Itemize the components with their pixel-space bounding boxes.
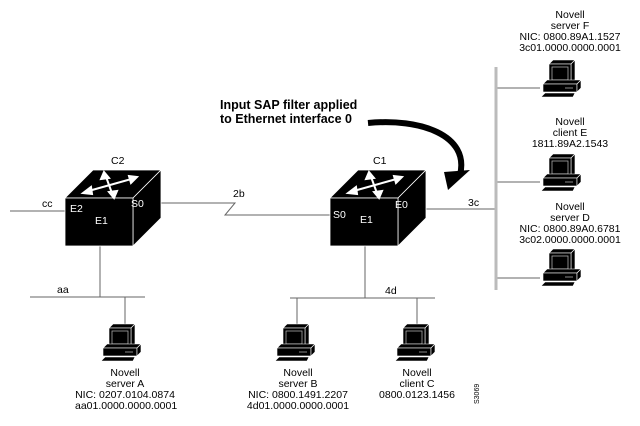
server-b-vendor: Novell bbox=[283, 367, 313, 379]
server-d-address: 3c02.0000.0000.0001 bbox=[519, 234, 621, 246]
server-f-address: 3c01.0000.0000.0001 bbox=[519, 42, 621, 54]
segment-label-4d: 4d bbox=[385, 285, 397, 297]
server-a-name: server A bbox=[105, 378, 145, 390]
callout-line2: to Ethernet interface 0 bbox=[220, 112, 352, 126]
segment-label-3c: 3c bbox=[468, 197, 480, 209]
c2-interface-e1: E1 bbox=[95, 215, 108, 227]
node-client-e: Novell client E 1811.89A2.1543 bbox=[510, 117, 630, 150]
server-f-nic: NIC: 0800.89A1.1527 bbox=[519, 31, 621, 43]
router-c1-label: C1 bbox=[373, 155, 387, 167]
serial-link-2b bbox=[146, 202, 330, 216]
node-client-c: Novell client C 0800.0123.1456 bbox=[370, 368, 464, 401]
server-b-name: server B bbox=[278, 378, 318, 390]
server-d-nic: NIC: 0800.89A0.6781 bbox=[519, 223, 621, 235]
pc-server-f bbox=[540, 59, 582, 98]
server-d-vendor: Novell bbox=[555, 201, 585, 213]
callout-line1: Input SAP filter applied bbox=[220, 98, 358, 112]
router-c2-label: C2 bbox=[111, 155, 125, 167]
client-c-name: client C bbox=[399, 378, 435, 390]
node-server-a: Novell server A NIC: 0207.0104.0874 aa01… bbox=[75, 367, 178, 412]
c1-interface-e0: E0 bbox=[395, 199, 408, 211]
segment-label-2b: 2b bbox=[233, 188, 245, 200]
c2-interface-s0: S0 bbox=[131, 198, 144, 210]
client-c-vendor: Novell bbox=[402, 367, 432, 379]
pc-client-c bbox=[394, 323, 436, 362]
pc-server-d bbox=[540, 248, 582, 287]
segment-label-cc: cc bbox=[42, 198, 53, 210]
server-b-address: 4d01.0000.0000.0001 bbox=[246, 400, 350, 412]
server-a-vendor: Novell bbox=[110, 367, 140, 379]
pc-server-b bbox=[274, 323, 316, 362]
server-f-name: server F bbox=[550, 20, 590, 32]
server-b-nic: NIC: 0800.1491.2207 bbox=[248, 389, 348, 401]
segment-label-aa: aa bbox=[57, 284, 69, 296]
server-a-nic: NIC: 0207.0104.0874 bbox=[75, 389, 175, 401]
figure-id: S3069 bbox=[474, 383, 481, 404]
c2-interface-e2: E2 bbox=[70, 203, 83, 215]
pc-client-e bbox=[540, 153, 582, 192]
callout-arrow bbox=[367, 119, 465, 176]
node-server-d: Novell server D NIC: 0800.89A0.6781 3c02… bbox=[510, 202, 630, 246]
node-server-f: Novell server F NIC: 0800.89A1.1527 3c01… bbox=[510, 10, 630, 54]
callout-arrowhead bbox=[444, 170, 470, 190]
c1-interface-s0: S0 bbox=[333, 209, 346, 221]
client-c-nic: 0800.0123.1456 bbox=[379, 389, 455, 401]
pc-server-a bbox=[100, 323, 142, 362]
c1-interface-e1: E1 bbox=[360, 214, 373, 226]
client-e-nic: 1811.89A2.1543 bbox=[531, 138, 609, 150]
client-e-name: client E bbox=[552, 127, 588, 139]
server-f-vendor: Novell bbox=[555, 9, 585, 21]
router-c1 bbox=[329, 169, 427, 247]
server-a-address: aa01.0000.0000.0001 bbox=[75, 400, 178, 412]
server-d-name: server D bbox=[550, 212, 590, 224]
client-e-vendor: Novell bbox=[555, 116, 585, 128]
node-server-b: Novell server B NIC: 0800.1491.2207 4d01… bbox=[246, 368, 350, 412]
callout-text: Input SAP filter applied to Ethernet int… bbox=[220, 98, 357, 126]
